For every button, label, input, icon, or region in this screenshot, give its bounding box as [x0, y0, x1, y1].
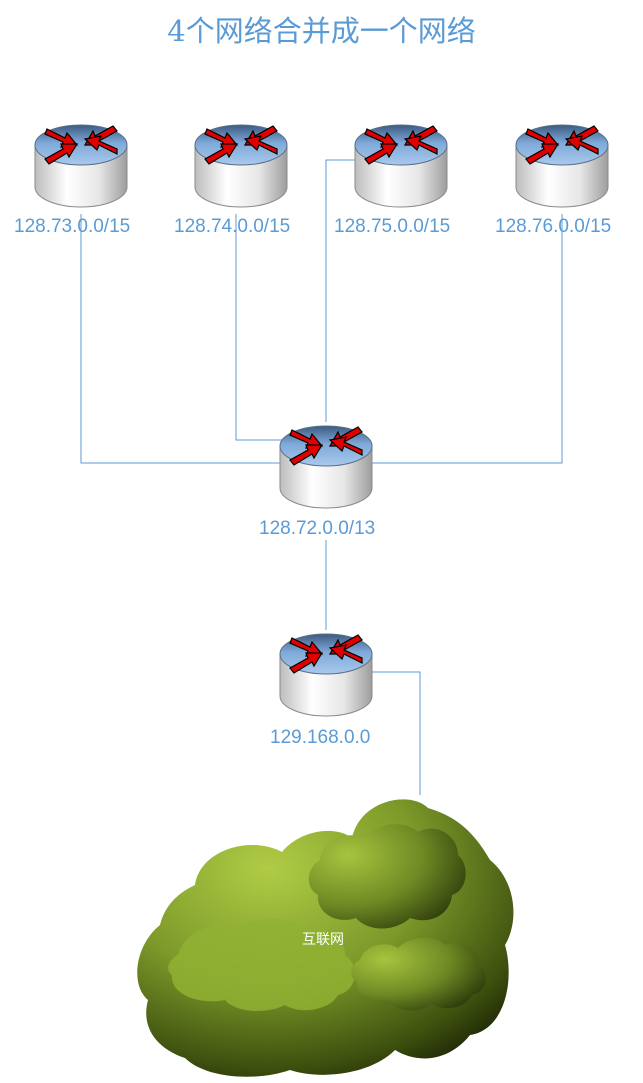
internet-label: 互联网 — [302, 932, 344, 948]
router-label-aggregate: 128.72.0.0/13 — [259, 518, 376, 539]
diagram-title: 4个网络合并成一个网络 — [167, 14, 476, 48]
router-label-r3: 128.75.0.0/15 — [334, 216, 451, 237]
router-icon-r4[interactable] — [515, 124, 609, 208]
router-label-r2: 128.74.0.0/15 — [174, 216, 291, 237]
router-icon-aggregate[interactable] — [279, 425, 373, 509]
internet-cloud-icon[interactable] — [137, 799, 514, 1077]
router-icon-r2[interactable] — [194, 124, 288, 208]
router-icon-r3[interactable] — [354, 124, 448, 208]
link-r2-aggregate — [235, 214, 283, 441]
router-label-gateway: 129.168.0.0 — [270, 727, 371, 748]
router-label-r4: 128.76.0.0/15 — [495, 216, 612, 237]
router-label-r1: 128.73.0.0/15 — [14, 216, 131, 237]
router-icon-r1[interactable] — [34, 124, 128, 208]
router-icon-gateway[interactable] — [279, 633, 373, 717]
link-r1-aggregate — [80, 214, 283, 464]
link-r4-aggregate — [372, 214, 563, 464]
link-r3-aggregate — [325, 159, 356, 422]
link-gateway-internet — [372, 671, 421, 795]
